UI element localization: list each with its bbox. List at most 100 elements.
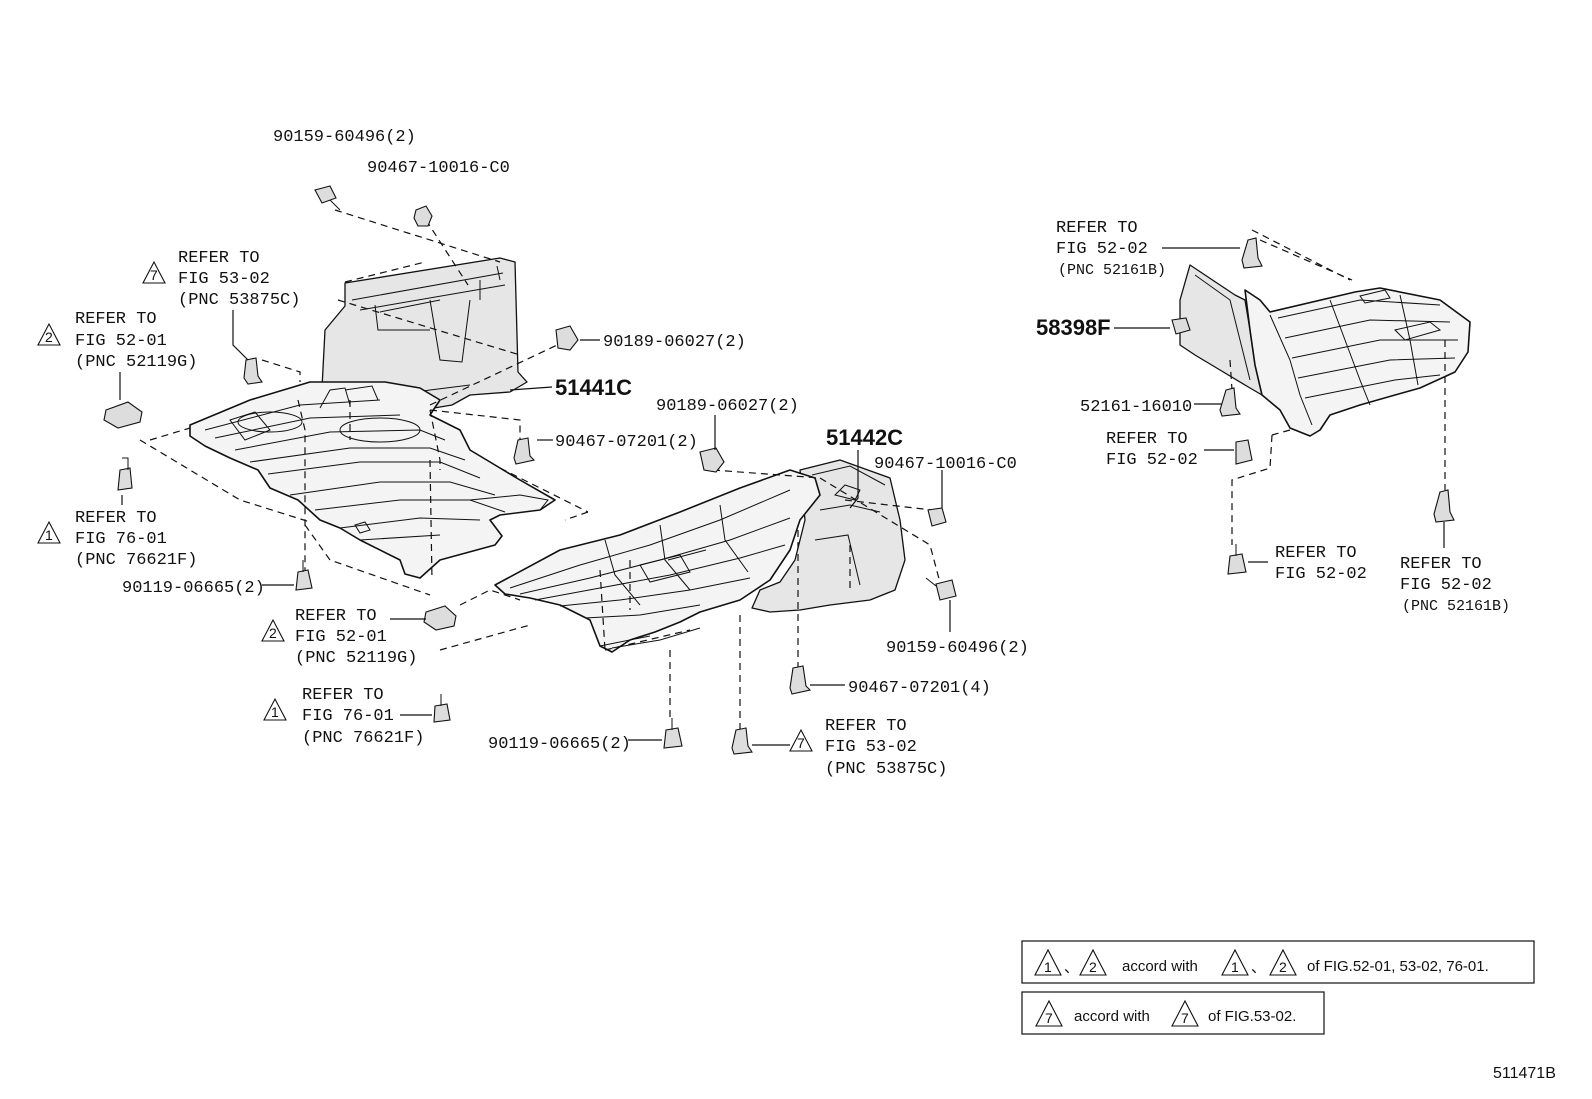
svg-text:REFER TO: REFER TO <box>1056 219 1138 238</box>
label-90159-60496-b: 90159-60496(2) <box>886 639 1029 658</box>
svg-text:REFER TO: REFER TO <box>75 509 157 528</box>
svg-text:of FIG.53-02.: of FIG.53-02. <box>1208 1008 1296 1025</box>
clip-icon <box>927 507 947 527</box>
callout-refer-fig-52-02-b: REFER TO FIG 52-02 <box>1106 430 1198 470</box>
bolt-icon <box>295 560 313 591</box>
clip-icon <box>699 447 725 473</box>
svg-text:(PNC 53875C): (PNC 53875C) <box>178 291 300 310</box>
triangle-note-icon <box>789 728 813 752</box>
svg-text:、: 、 <box>1064 959 1079 976</box>
svg-text:2: 2 <box>1279 959 1287 975</box>
triangle-note-icon <box>37 520 61 544</box>
svg-text:accord with: accord with <box>1074 1008 1150 1025</box>
label-90467-10016-c0: 90467-10016-C0 <box>367 159 510 178</box>
part-58398f-cover <box>1179 264 1471 437</box>
clip-icon <box>789 665 812 695</box>
bolt-icon <box>433 694 451 723</box>
part-51441c-cover <box>189 257 556 579</box>
push-clip-icon <box>1433 489 1455 523</box>
bolt-icon <box>925 577 957 601</box>
callout-refer-fig-76-01-b: 1 REFER TO FIG 76-01 (PNC 76621F) <box>263 686 424 748</box>
label-52161-16010: 52161-16010 <box>1080 398 1192 417</box>
triangle-note-icon <box>1221 948 1249 976</box>
part-number-51441c: 51441C <box>555 375 632 400</box>
callout-refer-fig-52-01-b: 2 REFER TO FIG 52-01 (PNC 52119G) <box>261 607 417 668</box>
svg-text:2: 2 <box>45 329 53 345</box>
svg-text:7: 7 <box>797 735 805 751</box>
callout-refer-fig-76-01: 1 REFER TO FIG 76-01 (PNC 76621F) <box>37 509 197 570</box>
svg-text:FIG 76-01: FIG 76-01 <box>75 530 167 549</box>
svg-text:REFER TO: REFER TO <box>75 310 157 329</box>
bolt-icon <box>663 718 683 749</box>
bolt-icon <box>314 185 341 211</box>
callout-refer-fig-52-02-a: REFER TO FIG 52-02 (PNC 52161B) <box>1056 219 1166 279</box>
triangle-note-icon <box>142 260 166 284</box>
svg-text:7: 7 <box>1045 1010 1053 1026</box>
svg-text:accord with: accord with <box>1122 958 1198 975</box>
clip-icon <box>1235 439 1253 465</box>
clip-icon <box>513 437 536 465</box>
dashed-leader-lines <box>139 209 1446 740</box>
svg-text:(PNC 76621F): (PNC 76621F) <box>75 551 197 570</box>
svg-text:FIG 52-01: FIG 52-01 <box>75 332 167 351</box>
callout-refer-fig-52-02-d: REFER TO FIG 52-02 (PNC 52161B) <box>1400 555 1510 615</box>
callout-refer-fig-53-02: 7 REFER TO FIG 53-02 (PNC 53875C) <box>142 249 300 310</box>
svg-text:7: 7 <box>150 267 158 283</box>
label-90159-60496: 90159-60496(2) <box>273 128 416 147</box>
label-90119-06665: 90119-06665(2) <box>122 579 265 598</box>
svg-text:REFER TO: REFER TO <box>1400 555 1482 574</box>
clip-icon <box>1171 317 1191 335</box>
svg-text:REFER TO: REFER TO <box>1106 430 1188 449</box>
svg-text:FIG 53-02: FIG 53-02 <box>178 270 270 289</box>
triangle-note-icon <box>1034 948 1062 976</box>
triangle-note-icon <box>37 322 61 346</box>
fasteners <box>103 185 1455 755</box>
svg-text:(PNC 52161B): (PNC 52161B) <box>1058 262 1166 279</box>
bolt-icon <box>1227 544 1247 575</box>
svg-text:(PNC 76621F): (PNC 76621F) <box>302 729 424 748</box>
svg-text:(PNC 53875C): (PNC 53875C) <box>825 760 947 779</box>
clip-icon <box>555 325 579 351</box>
clip-icon <box>413 205 433 227</box>
part-51442c-cover <box>494 459 906 653</box>
triangle-note-icon <box>261 618 285 642</box>
push-clip-icon <box>1241 237 1263 269</box>
svg-text:、: 、 <box>1251 959 1266 976</box>
svg-text:1: 1 <box>271 704 279 720</box>
svg-text:REFER TO: REFER TO <box>295 607 377 626</box>
push-clip-icon <box>731 727 753 755</box>
svg-text:1: 1 <box>1231 959 1239 975</box>
svg-text:FIG 53-02: FIG 53-02 <box>825 738 917 757</box>
svg-text:FIG 52-02: FIG 52-02 <box>1056 240 1148 259</box>
svg-text:FIG 52-02: FIG 52-02 <box>1400 576 1492 595</box>
label-90189-06027: 90189-06027(2) <box>603 333 746 352</box>
svg-text:FIG 52-02: FIG 52-02 <box>1275 565 1367 584</box>
svg-text:1: 1 <box>1044 959 1052 975</box>
label-90119-06665-b: 90119-06665(2) <box>488 735 631 754</box>
push-clip-icon <box>1219 387 1241 417</box>
solid-leader-lines <box>119 247 1445 746</box>
svg-text:of FIG.52-01, 53-02, 76-01.: of FIG.52-01, 53-02, 76-01. <box>1307 958 1489 975</box>
triangle-note-icon <box>1171 999 1199 1027</box>
note-box-1: 1 、 2 accord with 1 、 2 of FIG.52-01, 53… <box>1021 940 1535 984</box>
callout-refer-fig-52-01: 2 REFER TO FIG 52-01 (PNC 52119G) <box>37 310 197 372</box>
svg-text:FIG 76-01: FIG 76-01 <box>302 707 394 726</box>
part-number-51442c: 51442C <box>826 425 903 450</box>
svg-text:(PNC 52161B): (PNC 52161B) <box>1402 598 1510 615</box>
bolt-icon <box>117 457 133 491</box>
svg-text:REFER TO: REFER TO <box>825 717 907 736</box>
svg-text:(PNC 52119G): (PNC 52119G) <box>75 353 197 372</box>
callout-refer-fig-52-02-c: REFER TO FIG 52-02 <box>1275 544 1367 584</box>
svg-text:FIG 52-01: FIG 52-01 <box>295 628 387 647</box>
svg-text:1: 1 <box>45 527 53 543</box>
svg-text:2: 2 <box>1089 959 1097 975</box>
triangle-note-icon <box>1035 999 1063 1027</box>
svg-text:FIG 52-02: FIG 52-02 <box>1106 451 1198 470</box>
callout-refer-fig-53-02-b: 7 REFER TO FIG 53-02 (PNC 53875C) <box>789 717 947 779</box>
push-clip-icon <box>243 357 263 385</box>
note-box-2: 7 accord with 7 of FIG.53-02. <box>1021 991 1325 1035</box>
svg-text:REFER TO: REFER TO <box>178 249 260 268</box>
label-90467-07201-b: 90467-07201(4) <box>848 679 991 698</box>
svg-text:7: 7 <box>1181 1010 1189 1026</box>
